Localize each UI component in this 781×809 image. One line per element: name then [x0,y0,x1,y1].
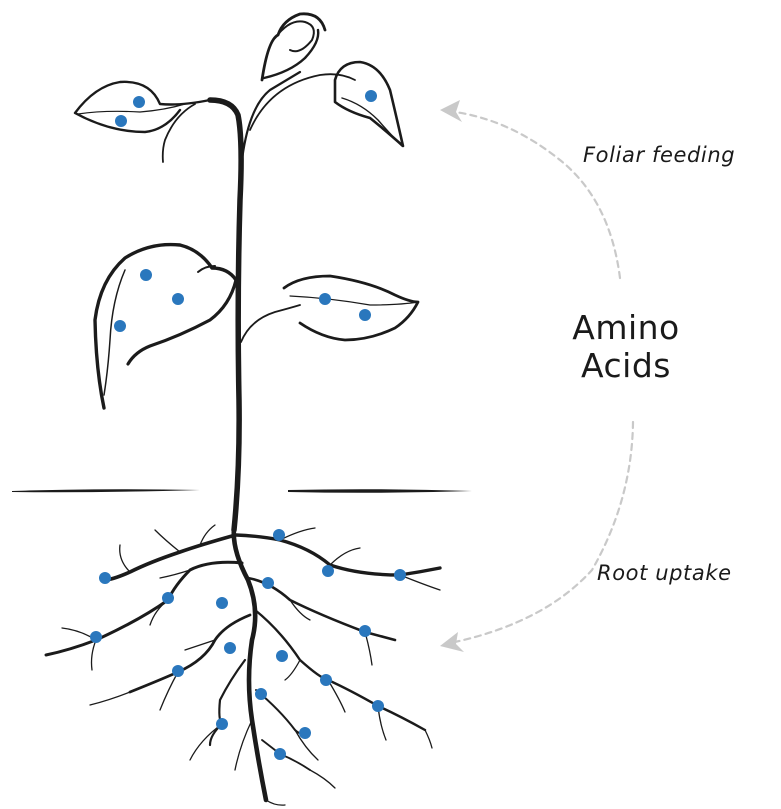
root-upper-right [236,535,440,575]
dot [99,572,111,584]
dot [320,674,332,686]
dot [172,665,184,677]
plant-illustration [46,14,440,805]
dot [322,565,334,577]
dot [274,748,286,760]
leaf-upper-right [335,62,403,146]
leaf-upper-left [75,82,210,162]
dot [359,309,371,321]
dot [372,700,384,712]
dot [224,642,236,654]
dot [299,727,311,739]
dot [319,293,331,305]
dot [172,293,184,305]
root-system [46,525,440,805]
arrow-heads [440,100,464,652]
amino-line: Amino [556,309,696,347]
upper-stem-branch [240,72,300,180]
dot [273,529,285,541]
dot [359,625,371,637]
dot [133,96,145,108]
ground-line [12,489,472,493]
arrow-arc-top [455,112,620,278]
dot [394,569,406,581]
dot [90,631,102,643]
root-uptake-label: Root uptake [597,561,732,585]
root-bottom [262,740,310,770]
dot [162,592,174,604]
upper-right-branch [250,74,355,130]
dot [140,269,152,281]
arrow-arc-bottom [455,422,633,642]
root-lower-left-2 [210,660,245,745]
top-bud [262,14,325,80]
arrow-head-top-icon [440,100,462,122]
dot [216,718,228,730]
dot [255,688,267,700]
foliar-feeding-label: Foliar feeding [583,143,735,167]
dot [276,650,288,662]
acids-line: Acids [556,347,696,385]
amino-acids-label: Amino Acids [556,309,696,385]
dot [115,115,127,127]
leaf-middle-right [241,276,418,342]
dot [365,90,377,102]
dot [216,597,228,609]
dot [262,577,274,589]
taproot [234,528,266,800]
arrow-head-bottom-icon [440,632,464,652]
dot [114,320,126,332]
